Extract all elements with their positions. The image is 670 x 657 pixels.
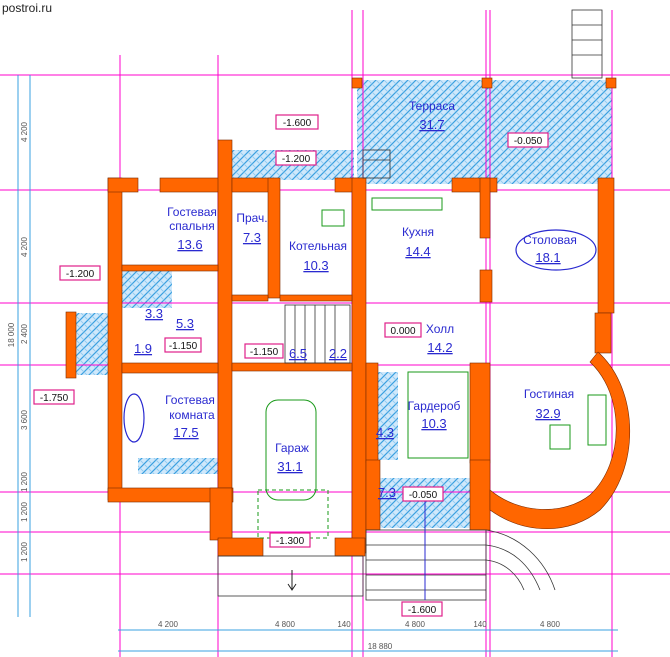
- table-icon: [123, 393, 145, 443]
- garage-door-swing: [257, 489, 329, 539]
- room-area: 18.1: [535, 250, 560, 265]
- room-area: 32.9: [535, 406, 560, 421]
- dimension-label: 4 200: [20, 121, 29, 142]
- level-mark: -1.150: [250, 347, 279, 358]
- room-name: Гараж: [275, 441, 309, 455]
- level-marks: -1.600 -1.200 -0.050 -1.200 -1.750 -1.15…: [33, 114, 549, 617]
- room-area: 31.1: [277, 459, 302, 474]
- car-icon: [265, 399, 317, 501]
- level-mark: -0.050: [409, 490, 438, 501]
- room-name: Гостиная: [524, 387, 574, 401]
- level-mark: -1.300: [276, 536, 305, 547]
- room-name: спальня: [169, 219, 215, 233]
- dining-table-icon: [515, 229, 597, 271]
- dimension-total: 18 000: [7, 322, 16, 347]
- dimension-label: 1 200: [20, 541, 29, 562]
- room-name: Котельная: [289, 239, 347, 253]
- site-watermark: postroi.ru: [2, 1, 53, 15]
- dimension-label: 4 800: [275, 620, 296, 629]
- level-mark: -1.600: [408, 605, 437, 616]
- room-area: 14.2: [427, 340, 452, 355]
- room-name: Прач.: [236, 211, 267, 225]
- coffee-table-icon: [549, 424, 571, 450]
- level-mark: -1.150: [169, 341, 198, 352]
- wardrobe-icon: [407, 371, 469, 459]
- room-area: 10.3: [303, 258, 328, 273]
- room-area: 14.4: [405, 244, 430, 259]
- room-area: 13.6: [177, 237, 202, 252]
- room-area: 17.5: [173, 425, 198, 440]
- walls: [65, 77, 631, 557]
- level-mark: -1.750: [40, 393, 69, 404]
- dimension-total: 18 880: [368, 642, 393, 651]
- level-mark: -1.200: [66, 269, 95, 280]
- room-name: Гостевая: [165, 393, 215, 407]
- dimension-label: 3 600: [20, 409, 29, 430]
- dimension-label: 4 800: [540, 620, 561, 629]
- dimensions: 4 200 4 800 140 4 800 140 4 800 18 880 4…: [7, 75, 618, 652]
- dimension-label: 1 200: [20, 501, 29, 522]
- room-name: Холл: [426, 322, 454, 336]
- kitchenette-floor: [138, 458, 220, 474]
- left-porch-floor: [72, 313, 108, 375]
- kitchen-counter-icon: [371, 197, 443, 211]
- terrace-floor: [357, 80, 612, 184]
- level-mark: -1.600: [283, 118, 312, 129]
- level-mark: 0.000: [390, 326, 415, 337]
- room-name: Терраса: [409, 99, 455, 113]
- entry-floor: [368, 478, 473, 528]
- dimension-label: 1 200: [20, 471, 29, 492]
- level-mark: -1.200: [282, 154, 311, 165]
- dimension-label: 140: [473, 620, 487, 629]
- room-area: 7.3: [378, 485, 396, 500]
- room-name: Кухня: [402, 225, 434, 239]
- room-area: 7.3: [243, 230, 261, 245]
- bath-floor: [122, 268, 172, 308]
- dimension-label: 140: [337, 620, 351, 629]
- dimension-label: 2 400: [20, 323, 29, 344]
- room-area: 2.2: [329, 346, 347, 361]
- sofa-icon: [587, 394, 607, 446]
- furniture: [123, 197, 607, 600]
- room-area: 31.7: [419, 117, 444, 132]
- dimension-label: 4 200: [158, 620, 179, 629]
- level-mark: -0.050: [514, 136, 543, 147]
- room-area: 1.9: [134, 341, 152, 356]
- dimension-label: 4 200: [20, 236, 29, 257]
- room-name: Гостевая: [167, 205, 217, 219]
- room-area: 6.5: [289, 346, 307, 361]
- room-name: Гардероб: [408, 399, 461, 413]
- dimension-label: 4 800: [405, 620, 426, 629]
- room-labels: Терраса 31.7 Гостевая спальня 13.6 Прач.…: [134, 99, 577, 500]
- room-name: комната: [169, 408, 215, 422]
- room-area: 5.3: [176, 316, 194, 331]
- stairs: [217, 9, 603, 601]
- room-area: 10.3: [421, 416, 446, 431]
- room-area: 3.3: [145, 306, 163, 321]
- arrow-down-icon: [287, 570, 297, 591]
- room-area: 4.3: [376, 425, 394, 440]
- room-name: Столовая: [523, 233, 577, 247]
- boiler-icon: [321, 209, 345, 227]
